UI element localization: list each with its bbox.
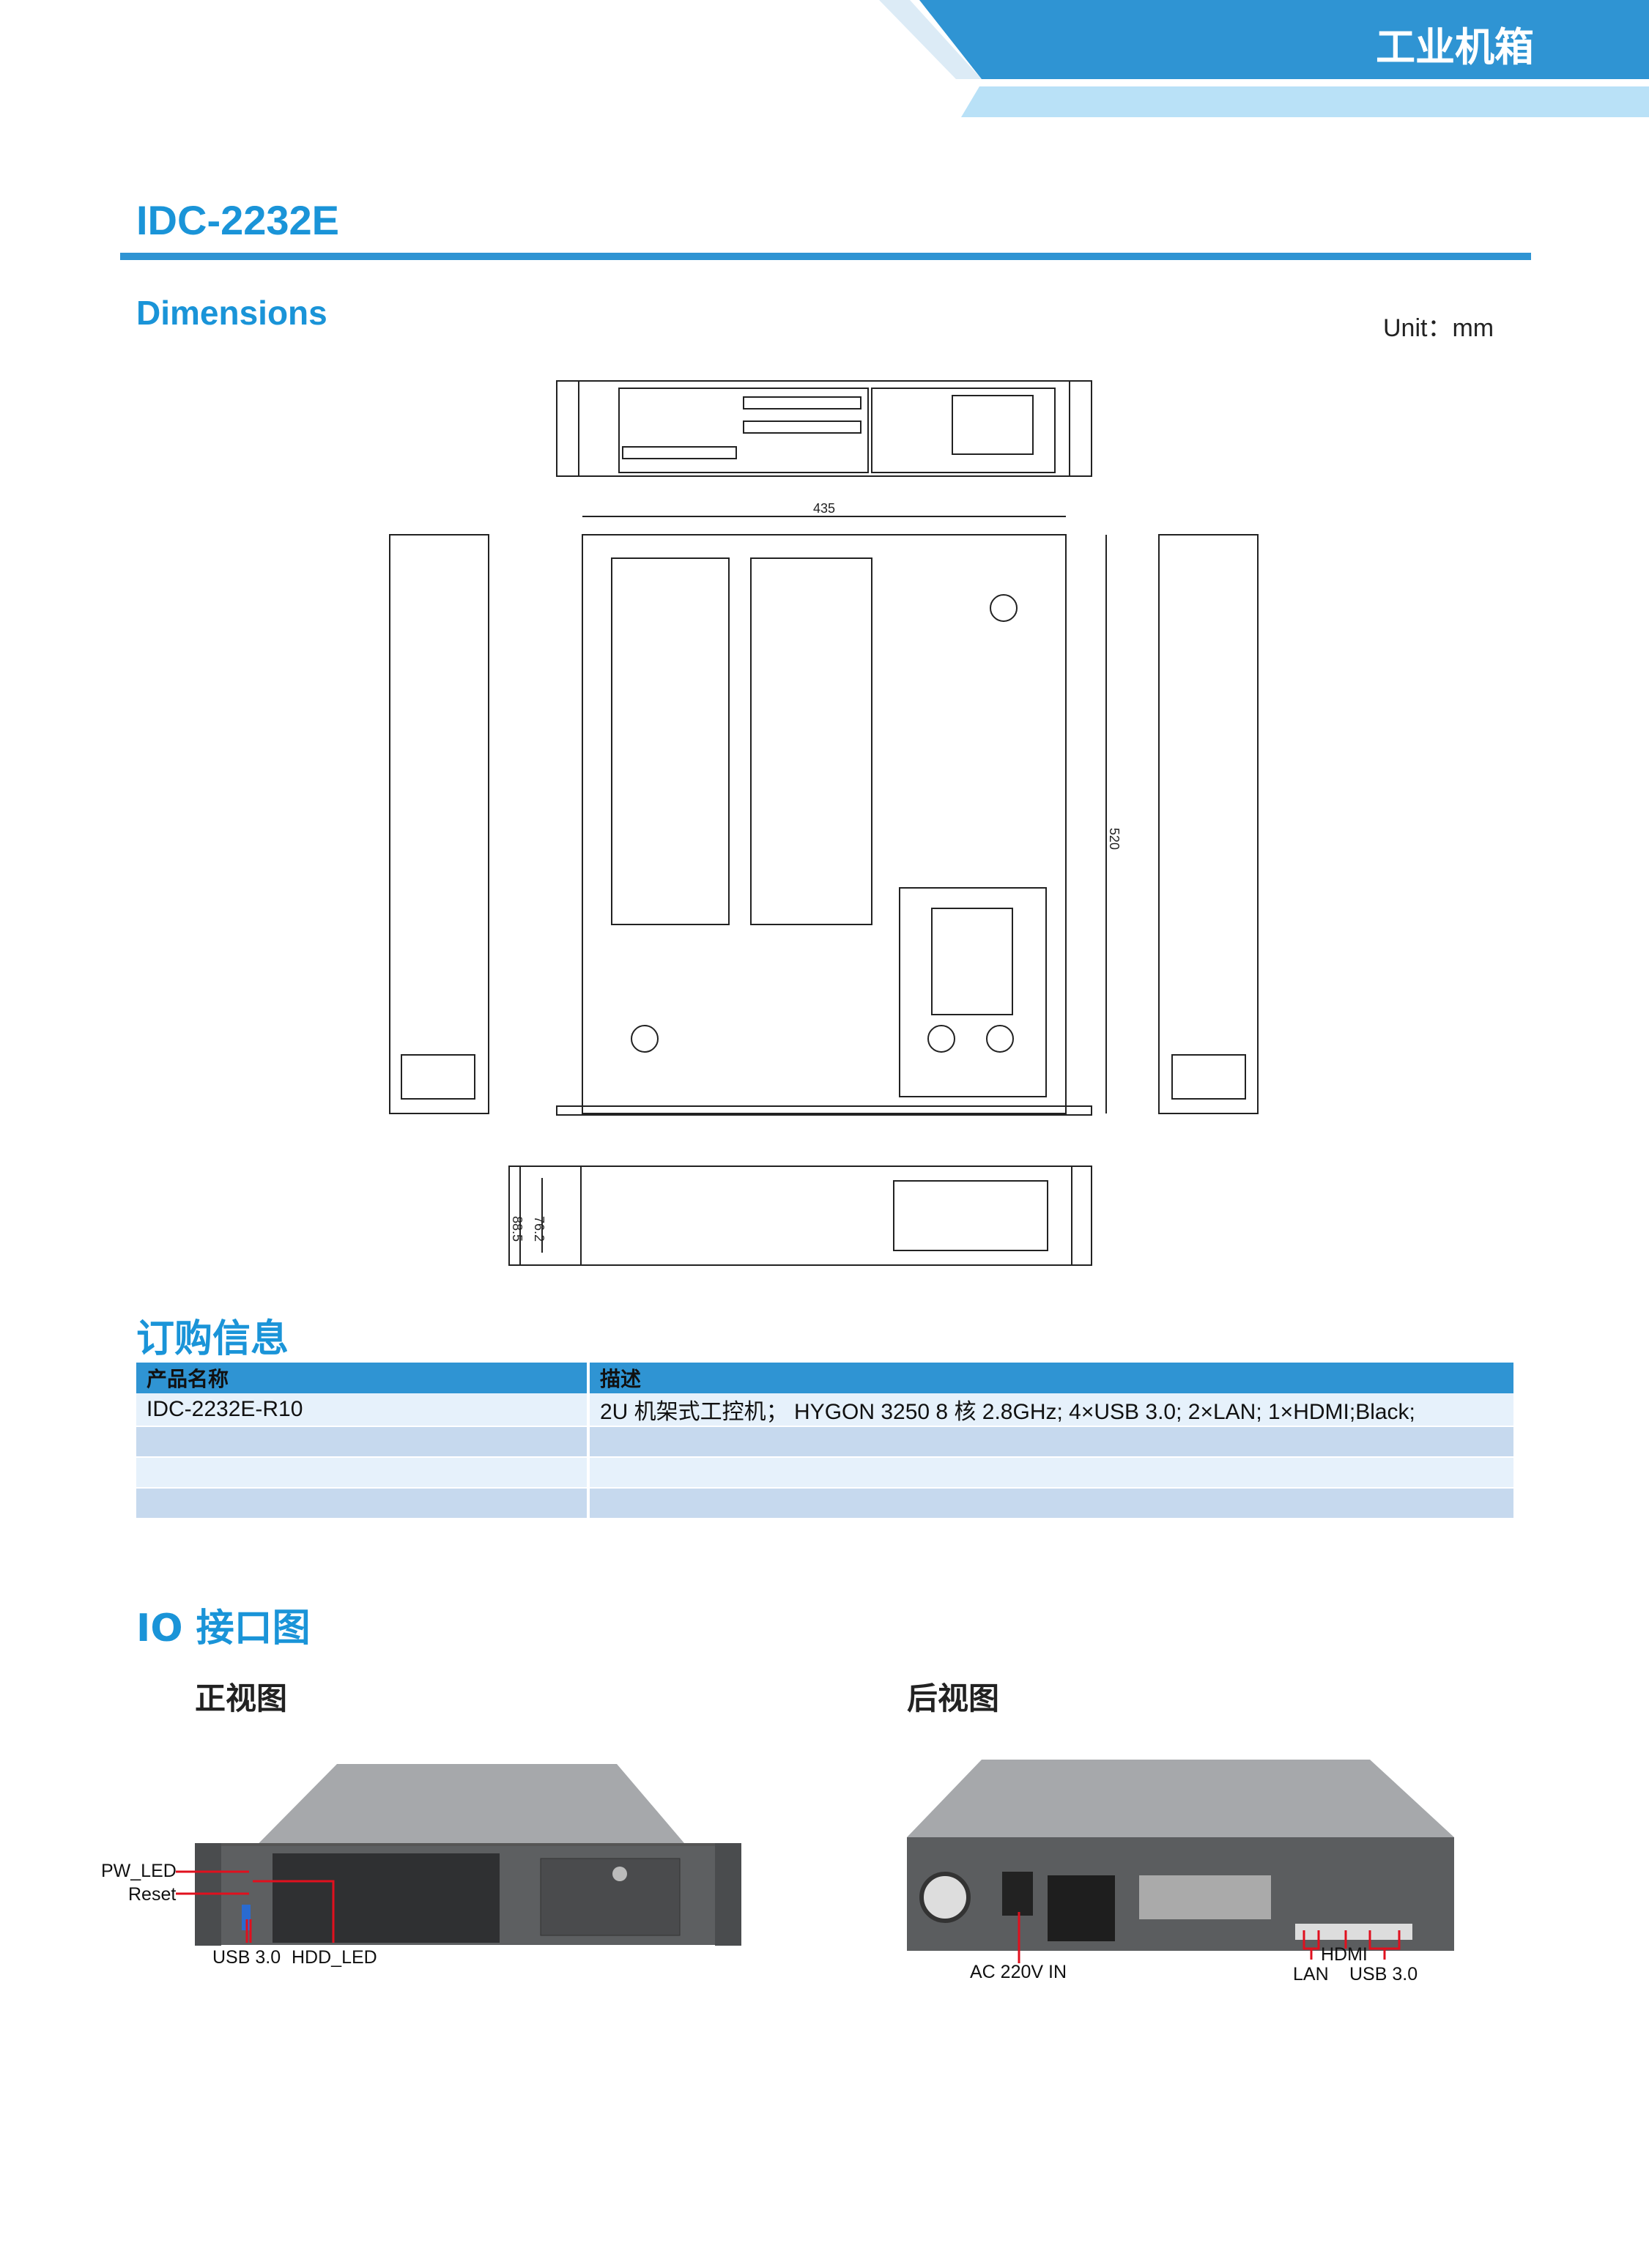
front-chassis-photo (176, 1764, 741, 1946)
column-header-name: 产品名称 (136, 1363, 590, 1393)
label-usb30-front: USB 3.0 (212, 1947, 281, 1968)
label-usb30-rear: USB 3.0 (1349, 1964, 1418, 1984)
label-hdmi: HDMI (1321, 1944, 1368, 1965)
column-header-description: 描述 (588, 1363, 1516, 1393)
io-heading: IO 接口图 (136, 1606, 311, 1650)
header-band (919, 0, 1649, 79)
header-title: 工业机箱 (1376, 24, 1534, 70)
depth-dimension: 520 (1107, 828, 1122, 850)
rear-chassis-photo (907, 1760, 1454, 1963)
dimensions-heading: Dimensions (136, 294, 327, 332)
cell-description (588, 1426, 1516, 1458)
label-hdd-led: HDD_LED (292, 1947, 377, 1968)
cell-description: 2U 机架式工控机； HYGON 3250 8 核 2.8GHz; 4×USB … (588, 1393, 1516, 1427)
cell-description (588, 1488, 1516, 1519)
rear-view-title: 后视图 (907, 1680, 1000, 1716)
table-row (136, 1457, 1516, 1489)
top-view-drawing (556, 516, 1107, 1116)
label-reset: Reset (128, 1884, 177, 1905)
cell-name (136, 1488, 590, 1519)
label-lan: LAN (1293, 1964, 1329, 1984)
cell-description (588, 1457, 1516, 1489)
model-title: IDC-2232E (136, 197, 340, 243)
side-view-right (1158, 534, 1259, 1114)
cell-name (136, 1457, 590, 1489)
ordering-heading: 订购信息 (136, 1317, 289, 1361)
dimension-drawings: 435 520 88.5 76.2 (389, 380, 1259, 1266)
height-dimension: 88.5 (510, 1216, 525, 1242)
table-row (136, 1426, 1516, 1458)
label-pw-led: PW_LED (101, 1861, 177, 1881)
front-view-drawing (556, 380, 1092, 477)
side-view-left (389, 534, 489, 1114)
rear-view-drawing (508, 1166, 1092, 1266)
inner-height-dimension: 76.2 (532, 1216, 546, 1242)
table-row (136, 1488, 1516, 1519)
io-photos (176, 1760, 1454, 1963)
front-view-title: 正视图 (195, 1680, 288, 1716)
unit-label: Unit：mm (1383, 314, 1494, 342)
cell-name (136, 1426, 590, 1458)
width-dimension: 435 (813, 501, 835, 516)
title-rule (120, 253, 1531, 260)
label-ac-in: AC 220V IN (970, 1962, 1067, 1982)
cell-name: IDC-2232E-R10 (136, 1393, 590, 1427)
header-light-band (961, 86, 1649, 117)
